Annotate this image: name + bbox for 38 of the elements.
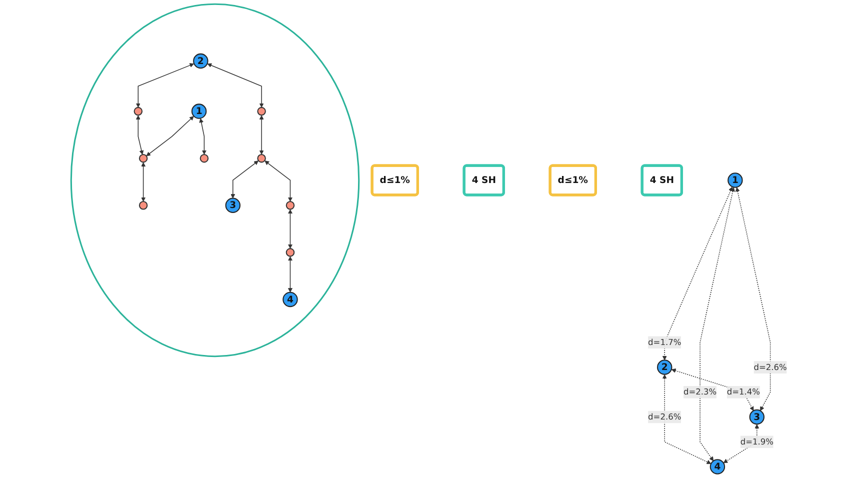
node-circle: 3 [748,409,764,425]
arrow [662,186,732,360]
edge-label: d=2.3% [683,386,716,397]
node-circle: 3 [224,198,240,213]
node-circle [138,154,148,163]
arrow [264,160,292,202]
arrow [258,115,264,155]
arrow [287,256,292,293]
arrow [734,187,770,411]
node-circle [285,201,294,210]
node-circle: 4 [709,459,725,474]
node-circle [256,106,266,116]
arrow [135,63,194,108]
node-circle [138,201,148,210]
node-circle: 1 [727,172,742,188]
arrow [198,118,206,155]
node-circle [285,248,294,257]
node-circle: 2 [656,360,672,375]
edge-label: d=1.7% [648,337,681,348]
arrow [670,368,754,411]
node-circle [133,106,142,116]
arrow [135,115,144,155]
arrow [206,63,264,108]
node-circle: 1 [190,104,206,119]
arrow [140,162,146,202]
node-circle: 4 [282,292,298,308]
arrow [287,209,292,249]
node-circle [256,154,266,163]
edge-label: d=2.6% [753,362,786,372]
node-circle: 2 [192,53,208,69]
edge-label: d=1.9% [740,436,773,447]
arrow [662,374,711,464]
arrow [699,187,734,462]
arrow [230,160,258,198]
edge-label: d=2.6% [648,412,681,422]
edge-label: d=1.4% [726,386,760,397]
node-circle [199,154,208,163]
arrow [146,116,194,156]
